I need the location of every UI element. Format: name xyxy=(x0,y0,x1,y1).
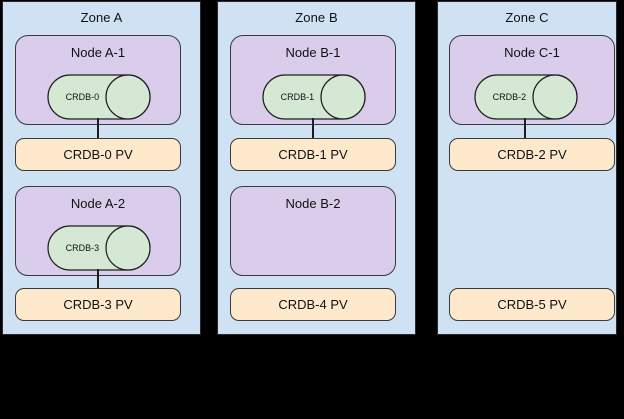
node-b-2-title: Node B-2 xyxy=(285,196,341,211)
pv-box-crdb-3[interactable]: CRDB-3 PV xyxy=(15,288,181,321)
node-b-1-title: Node B-1 xyxy=(285,45,341,60)
pv-crdb-4-label: CRDB-4 PV xyxy=(278,297,348,312)
zone-c-title: Zone C xyxy=(505,10,549,25)
pv-box-crdb-5[interactable]: CRDB-5 PV xyxy=(449,288,615,321)
zone-a-title: Zone A xyxy=(80,10,123,25)
connector-crdb-3-to-pv xyxy=(97,269,99,291)
pv-crdb-3-label: CRDB-3 PV xyxy=(63,297,133,312)
pv-box-crdb-1[interactable]: CRDB-1 PV xyxy=(230,138,396,171)
pv-crdb-1-label: CRDB-1 PV xyxy=(278,147,348,162)
pod-cylinder-crdb-2[interactable]: CRDB-2 xyxy=(474,74,578,120)
pv-box-crdb-4[interactable]: CRDB-4 PV xyxy=(230,288,396,321)
node-c-1-title: Node C-1 xyxy=(504,45,560,60)
pv-crdb-0-label: CRDB-0 PV xyxy=(63,147,133,162)
connector-crdb-2-to-pv xyxy=(524,118,526,140)
pv-crdb-2-label: CRDB-2 PV xyxy=(497,147,567,162)
node-a-2-title: Node A-2 xyxy=(70,196,126,211)
connector-crdb-1-to-pv xyxy=(312,118,314,140)
pv-box-crdb-0[interactable]: CRDB-0 PV xyxy=(15,138,181,171)
pod-cylinder-crdb-0[interactable]: CRDB-0 xyxy=(47,74,151,120)
node-a-1-title: Node A-1 xyxy=(70,45,126,60)
pod-cylinder-crdb-1[interactable]: CRDB-1 xyxy=(262,74,366,120)
pod-cylinder-crdb-3[interactable]: CRDB-3 xyxy=(47,225,151,271)
node-box-b-2[interactable]: Node B-2 xyxy=(230,186,396,276)
connector-crdb-0-to-pv xyxy=(97,118,99,140)
zone-b-title: Zone B xyxy=(295,10,338,25)
pv-crdb-5-label: CRDB-5 PV xyxy=(497,297,567,312)
pv-box-crdb-2[interactable]: CRDB-2 PV xyxy=(449,138,615,171)
